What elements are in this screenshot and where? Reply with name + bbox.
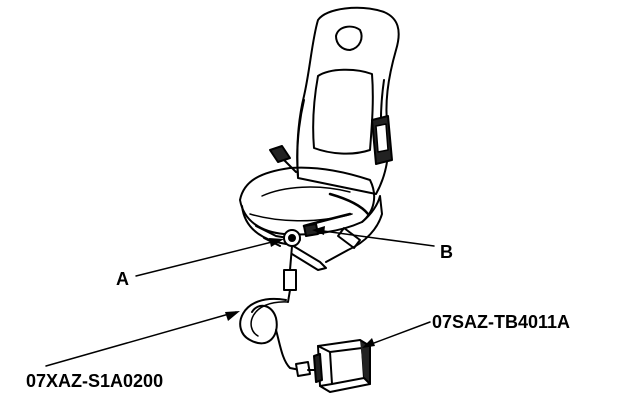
test-box [313, 339, 371, 393]
seat-harness [302, 192, 370, 228]
leader-lines [45, 229, 435, 367]
callout-b: B [440, 242, 453, 262]
leader-arrowheads [225, 226, 375, 348]
tool-label-cable: 07XAZ-S1A0200 [26, 371, 164, 391]
connector-a [283, 229, 301, 247]
callout-a: A [116, 269, 129, 289]
seatbelt-buckle [269, 145, 297, 173]
seat-back [296, 6, 400, 195]
tool-label-box: 07SAZ-TB4011A [432, 312, 571, 332]
side-airbag-module [371, 115, 393, 165]
diagnostic-cable [239, 245, 319, 377]
connector-b [303, 223, 319, 237]
